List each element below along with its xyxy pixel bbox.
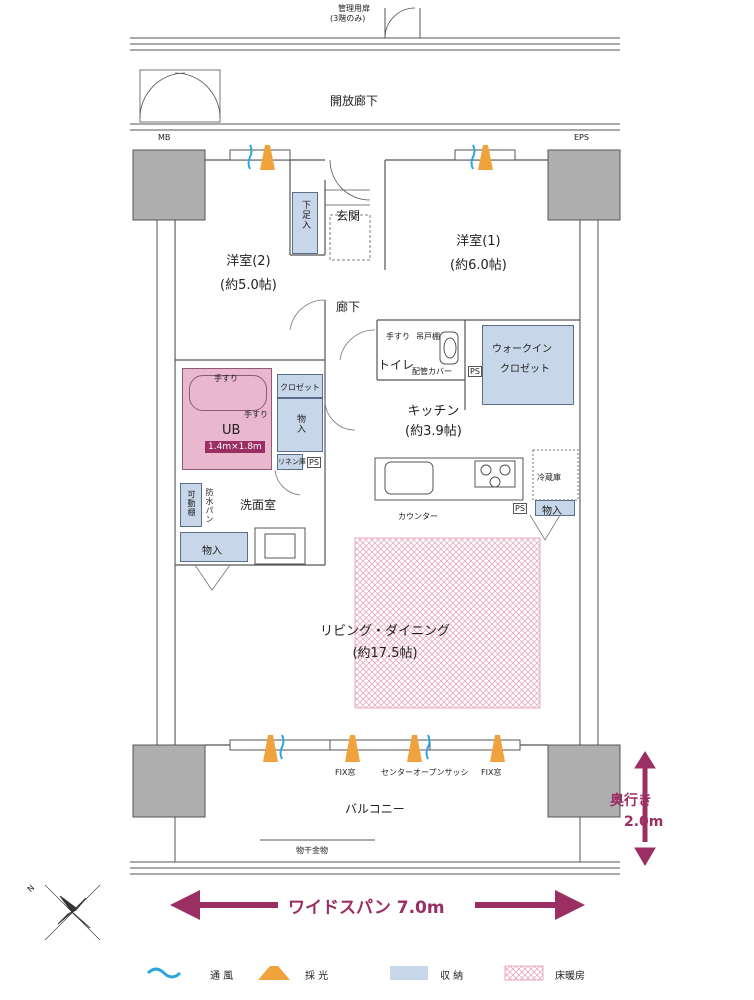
light-indicators: [260, 145, 505, 762]
legend-swatches: [146, 965, 544, 981]
width-arrow: [170, 890, 585, 920]
legend-heating-label: 床暖房: [555, 971, 585, 982]
corridor-rails: [130, 8, 620, 131]
mb-label: MB: [158, 133, 171, 142]
depth-arrow: [634, 751, 656, 866]
shoe-storage: [292, 192, 318, 254]
closet-area: [277, 374, 323, 398]
entrance-floor: [325, 159, 371, 261]
interior-walls: [175, 160, 580, 566]
waterproof-pan-label: 防水パン: [205, 488, 214, 524]
closet-label: クロゼット: [280, 383, 320, 392]
linen-label: リネン庫: [278, 458, 306, 466]
fix-window-right-label: FIX窓: [481, 768, 502, 777]
floor-heating-area: [354, 537, 541, 709]
management-door-note: (3階のみ): [330, 14, 366, 23]
corridor-gate-swing: [139, 69, 221, 123]
column-bottom-right: [547, 744, 621, 818]
balcony-label: バルコニー: [345, 802, 405, 816]
storage3-label: 物入: [542, 506, 562, 517]
storage1-label: 物入: [295, 414, 305, 434]
balcony-rails: [130, 817, 620, 875]
pipe-cover-label: 配管カバー: [412, 367, 452, 376]
column-top-right: [547, 149, 621, 221]
compass-icon: [44, 884, 101, 941]
wind-indicators: [247, 144, 476, 760]
door-swings: [194, 299, 561, 591]
storage1-area: [277, 398, 323, 452]
shoe-storage-label: 下足入: [300, 200, 310, 230]
depth-label: 奥行き: [610, 793, 652, 809]
fridge-box: [532, 449, 579, 501]
movable-shelf-label: 可動棚: [187, 490, 196, 517]
counter-label: カウンター: [398, 512, 438, 521]
ub-size-tag: 1.4m×1.8m: [205, 441, 265, 453]
entrance-label: 玄関: [336, 209, 361, 223]
legend-wind-label: 通 風: [210, 971, 234, 982]
walkin-label-1: ウォークイン: [492, 344, 552, 355]
width-label: ワイドスパン 7.0m: [288, 898, 445, 918]
movable-shelf-area: [180, 483, 202, 527]
open-corridor-label: 開放廊下: [330, 94, 379, 108]
fix-window-left-label: FIX窓: [335, 768, 356, 777]
mgmt-door-swing: [384, 7, 416, 39]
kitchen-counter: [374, 457, 524, 501]
western1-name: 洋室(1)(約6.0帖): [450, 234, 507, 273]
hallway-label: 廊下: [336, 300, 361, 314]
depth-value: 2.0m: [624, 814, 664, 830]
washroom-label: 洗面室: [240, 498, 277, 512]
hanging-cabinet-label: 吊戸棚: [416, 332, 440, 341]
drying-hardware-label: 物干金物: [296, 846, 328, 855]
ps1-label: PS: [468, 366, 482, 377]
handrail1-label: 手すり: [214, 374, 238, 383]
storage2-label: 物入: [202, 546, 222, 557]
legend-storage-label: 収 納: [440, 971, 464, 982]
center-sash-label: センターオープンサッシ: [381, 768, 469, 777]
toilet-handrail-label: 手すり: [386, 332, 410, 341]
fridge-label: 冷蔵庫: [537, 473, 561, 482]
column-bottom-left: [132, 744, 206, 818]
management-door-label: 管理用扉: [338, 4, 370, 13]
ub-label: UB: [222, 423, 241, 438]
storage3-area: [535, 500, 575, 516]
unit-bath: [182, 368, 272, 470]
living-name: リビング・ダイニング(約17.5帖): [320, 624, 451, 661]
legend-light-label: 採 光: [305, 971, 329, 982]
walkin-closet-area: [482, 325, 574, 405]
storage2-area: [180, 532, 248, 562]
ps2-label: PS: [307, 457, 321, 468]
toilet-label: トイレ: [378, 358, 415, 372]
column-top-left: [132, 149, 206, 221]
walkin-label-2: クロゼット: [500, 364, 550, 375]
ps3-label: PS: [513, 503, 527, 514]
eps-label: EPS: [574, 133, 589, 142]
toilet-fixture: [439, 331, 459, 365]
handrail2-label: 手すり: [244, 410, 268, 419]
western2-name: 洋室(2)(約5.0帖): [220, 254, 277, 293]
kitchen-name: キッチン(約3.9帖): [405, 404, 462, 439]
linen-area: [277, 454, 303, 470]
